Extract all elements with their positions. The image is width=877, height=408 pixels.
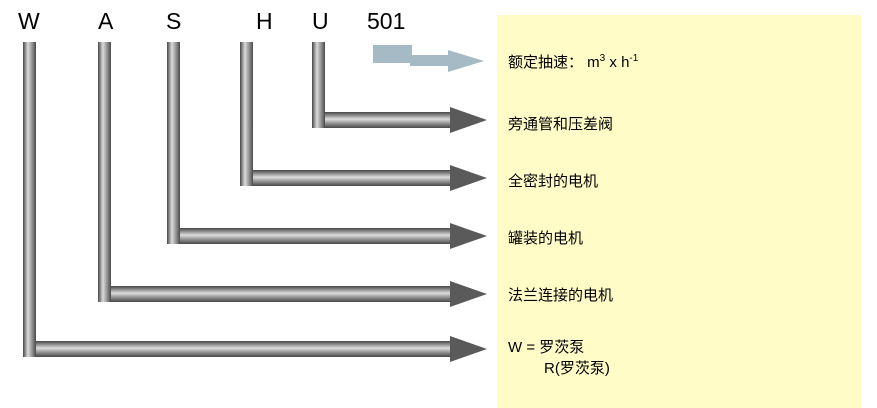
arrow-s-vertical	[167, 42, 180, 244]
label-rated-speed-mid: x h	[605, 54, 630, 71]
label-roots-pump: W = 罗茨泵 R(罗茨泵)	[508, 337, 610, 379]
arrow-501-shaft	[410, 55, 450, 66]
arrow-a-shaft	[98, 286, 452, 302]
code-number-501: 501	[367, 8, 406, 34]
arrow-h-vertical	[240, 42, 253, 186]
code-letter-s: S	[166, 8, 182, 34]
arrow-w-shaft	[23, 341, 452, 357]
arrow-s-shaft	[167, 228, 452, 244]
arrow-501-step	[373, 45, 412, 63]
arrow-w-vertical	[23, 42, 36, 357]
label-bypass-valve: 旁通管和压差阀	[508, 116, 614, 133]
label-roots-pump-line1: W = 罗茨泵	[508, 339, 585, 356]
arrow-s-head-icon	[450, 223, 487, 249]
arrow-h-head-icon	[450, 165, 487, 191]
code-letter-w: W	[18, 8, 40, 34]
arrow-501-head-icon	[448, 50, 484, 72]
label-rated-speed: 额定抽速： m3 x h-1	[508, 52, 638, 73]
label-sealed-motor: 全密封的电机	[508, 173, 599, 190]
code-letter-a: A	[98, 8, 114, 34]
arrow-u-vertical	[312, 42, 325, 128]
arrow-u-shaft	[312, 112, 452, 128]
arrow-w-head-icon	[450, 336, 487, 362]
arrow-a-head-icon	[450, 281, 487, 307]
code-letter-u: U	[312, 8, 329, 34]
arrow-h-shaft	[240, 170, 452, 186]
label-rated-speed-text: 额定抽速： m	[508, 54, 600, 71]
label-rated-speed-sup-3: 3	[599, 53, 606, 64]
code-letter-h: H	[256, 8, 273, 34]
label-rated-speed-sup-minus1: -1	[629, 53, 639, 64]
arrow-a-vertical	[98, 42, 111, 302]
arrow-u-head-icon	[450, 107, 487, 133]
label-canned-motor: 罐装的电机	[508, 230, 584, 247]
label-roots-pump-line2: R(罗茨泵)	[544, 360, 610, 377]
legend-panel: 额定抽速： m3 x h-1 旁通管和压差阀 全密封的电机 罐装的电机 法兰连接…	[497, 15, 861, 408]
label-flange-motor: 法兰连接的电机	[508, 287, 614, 304]
